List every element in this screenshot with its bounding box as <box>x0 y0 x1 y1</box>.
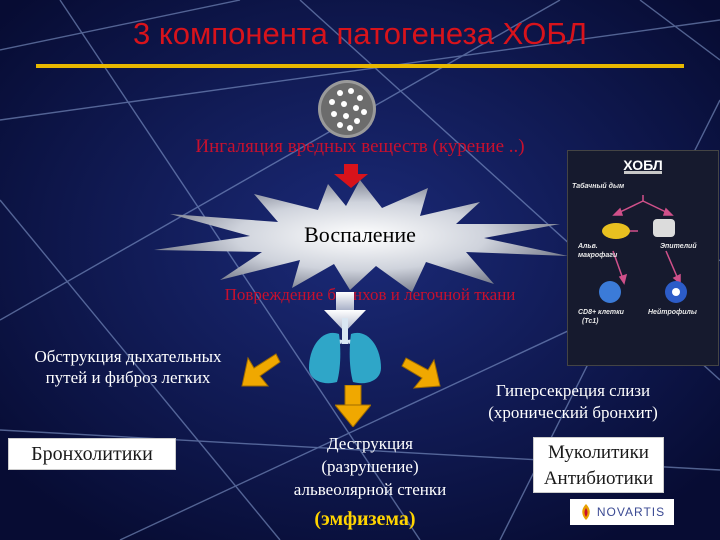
novartis-flame-icon <box>582 504 590 520</box>
hypersecretion-line-1: Гиперсекреция слизи <box>495 381 651 400</box>
inset-neutrophils-label: Нейтрофилы <box>648 309 697 316</box>
inset-smoke-label: Табачный дым <box>572 183 625 190</box>
hypersecretion-line-2: (хронический бронхит) <box>488 403 658 422</box>
down-arrow-icon <box>334 164 368 188</box>
antibiotics-label: Антибиотики <box>543 468 654 489</box>
slide-title: 3 компонента патогенеза ХОБЛ <box>132 16 588 51</box>
hypersecretion-text: Гиперсекреция слизи (хронический бронхит… <box>458 380 688 424</box>
emphysema-text: (эмфизема) <box>314 508 416 530</box>
inset-epithelium-label: Эпителий <box>660 243 697 250</box>
obstruction-line-2: путей и фиброз легких <box>45 368 211 387</box>
title-underline <box>36 64 684 68</box>
novartis-wordmark: NOVARTIS <box>596 505 666 519</box>
particles-icon <box>318 80 376 138</box>
novartis-logo: NOVARTIS <box>570 499 674 525</box>
obstruction-line-1: Обструкция дыхательных <box>34 347 222 366</box>
destruction-line-3: альвеолярной стенки <box>293 480 447 499</box>
inset-arrows <box>599 171 687 303</box>
obstruction-text: Обструкция дыхательных путей и фиброз ле… <box>8 346 248 388</box>
bronchodilators-box: Бронхолитики <box>8 438 176 470</box>
inset-cd8-label-1: CD8+ клетки <box>578 309 624 316</box>
inset-cd8-label-2: (Tc1) <box>582 318 599 325</box>
copd-inset-diagram: ХОБЛ Табачный дым Альв. макрофаги Эпител… <box>567 150 719 366</box>
destruction-line-2: (разрушение) <box>321 457 419 476</box>
mucolytics-antibiotics-box: Муколитики Антибиотики <box>533 437 664 493</box>
left-arrow-icon <box>241 353 281 387</box>
lungs-icon <box>309 318 381 384</box>
inflammation-label: Воспаление <box>304 222 416 247</box>
down-orange-arrow-icon <box>335 385 371 427</box>
destruction-line-1: Деструкция <box>326 434 413 453</box>
mucolytics-label: Муколитики <box>548 442 649 463</box>
inset-title: ХОБЛ <box>623 157 663 173</box>
damage-text: Повреждение бронхов и легочной ткани <box>224 285 516 304</box>
right-arrow-icon <box>401 357 441 389</box>
inset-macrophage-label-1: Альв. <box>578 243 598 250</box>
inflammation-burst-icon <box>154 180 568 292</box>
destruction-text: Деструкция (разрушение) альвеолярной сте… <box>270 432 470 501</box>
inhalation-text: Ингаляция вредных веществ (курение ..) <box>195 136 525 157</box>
inset-macrophage-label-2: макрофаги <box>578 252 618 259</box>
